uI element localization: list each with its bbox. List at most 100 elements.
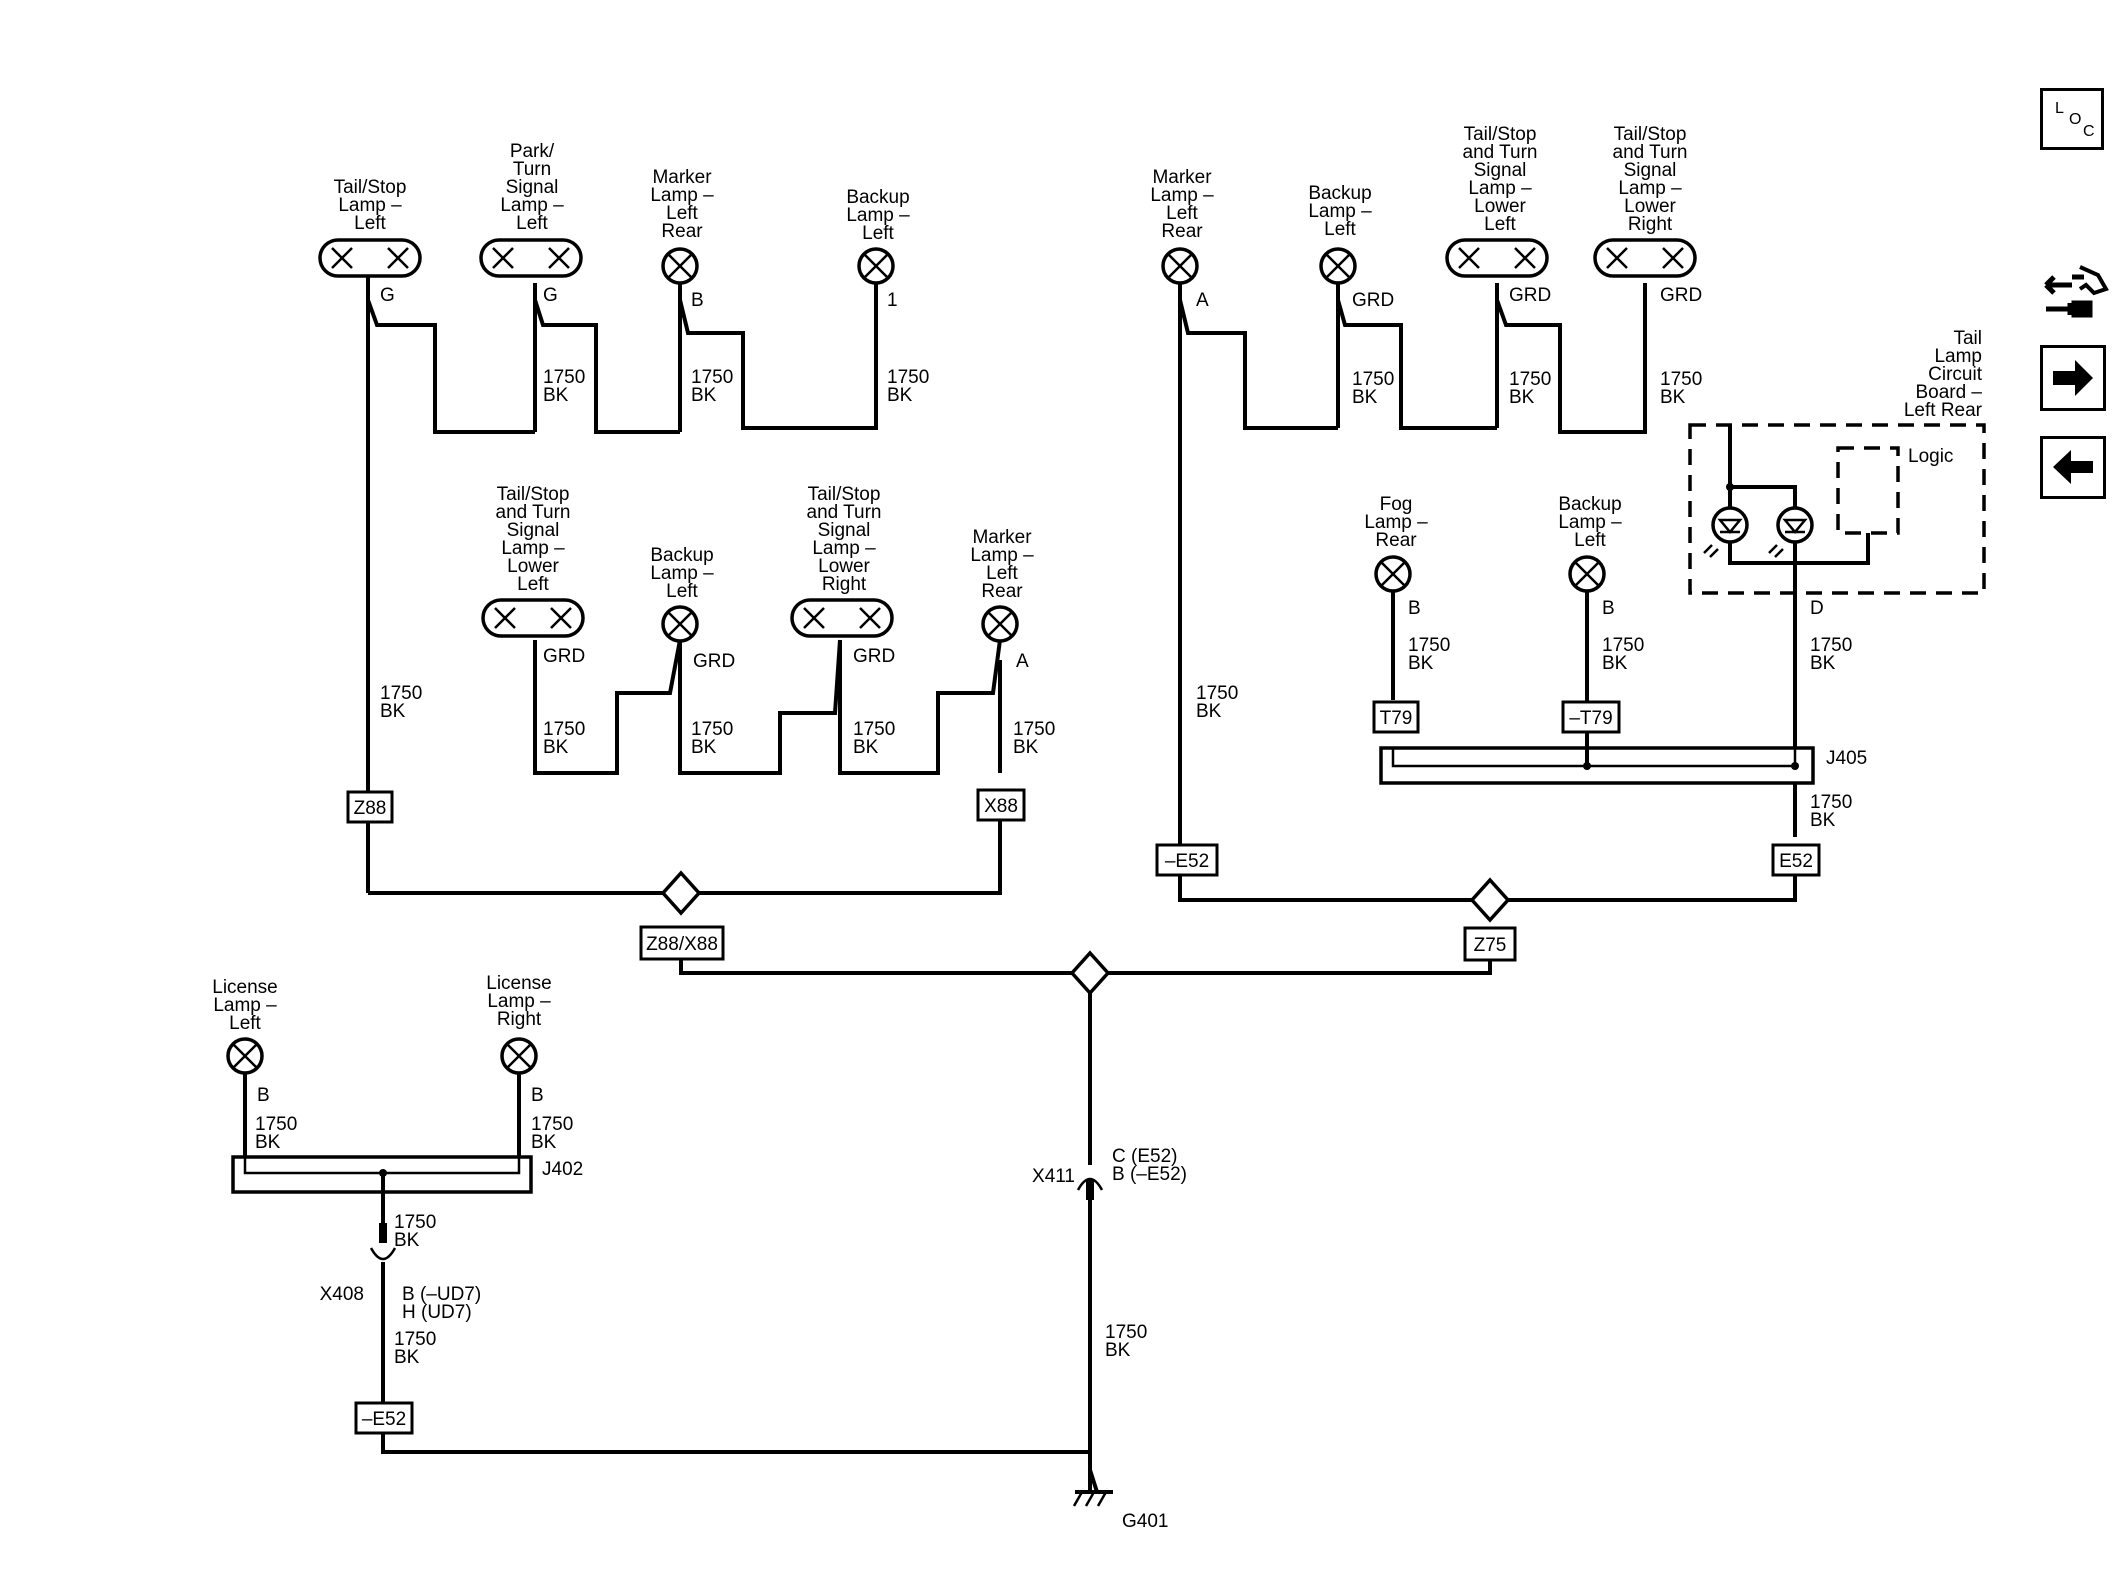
- lamp-backup-left-1: [857, 247, 895, 285]
- lamp-tail-lower-right-1: [790, 598, 894, 638]
- pin-label: A: [1016, 651, 1029, 672]
- lamp-tail-lower-right-2: [1593, 238, 1697, 278]
- option-e52: E52: [1779, 851, 1813, 872]
- lamp-backup-left-2: [661, 605, 699, 643]
- option-z88-x88: Z88/X88: [646, 934, 718, 955]
- option-z88: Z88: [354, 798, 387, 819]
- junction-diamonds: [660, 870, 1511, 996]
- splice-label-j405: J405: [1826, 748, 1867, 769]
- lamp-tail-lower-left-1: [481, 598, 585, 638]
- option-t79-neg: –T79: [1569, 708, 1612, 729]
- splice-j405: [1379, 700, 1815, 785]
- connector-tool-icon: [2044, 265, 2109, 318]
- pin-label: G: [543, 285, 558, 306]
- lamp-backup-left-4: [1568, 555, 1606, 593]
- svg-text:O: O: [2069, 111, 2081, 128]
- pin-label: 1: [887, 290, 898, 311]
- lamp-park-turn-left: [479, 238, 583, 278]
- label-logic: Logic: [1908, 446, 1953, 467]
- lamp-tail-lower-left-2: [1445, 238, 1549, 278]
- arrow-right-icon: [2053, 360, 2093, 396]
- pin-label: GRD: [1660, 285, 1702, 306]
- pin-label: GRD: [543, 646, 585, 667]
- lamp-marker-left-rear-2: [981, 605, 1019, 643]
- option-t79: T79: [1380, 708, 1413, 729]
- arrow-left-icon: [2053, 450, 2093, 484]
- pin-label: B: [1602, 598, 1615, 619]
- pin-label: B: [257, 1085, 270, 1106]
- option-e52-neg: –E52: [1165, 851, 1209, 872]
- lamp-marker-left-rear-1: [661, 247, 699, 285]
- option-boxes: [346, 700, 1821, 1435]
- pin-label: GRD: [1352, 290, 1394, 311]
- option-z75: Z75: [1474, 935, 1507, 956]
- lamp-fog-rear: [1374, 555, 1412, 593]
- pin-label: B: [691, 290, 704, 311]
- connector-x408: [369, 1223, 397, 1261]
- previous-page-button[interactable]: [2040, 436, 2106, 499]
- lamp-license-right: [500, 1037, 538, 1075]
- connector-pins-x411: C (E52)B (–E52): [1112, 1146, 1187, 1185]
- pin-label: GRD: [1509, 285, 1551, 306]
- loc-icon: L O C: [2055, 100, 2095, 140]
- option-x88: X88: [984, 796, 1018, 817]
- pin-label: GRD: [853, 646, 895, 667]
- svg-text:L: L: [2055, 100, 2064, 117]
- lamp-backup-left-3: [1319, 247, 1357, 285]
- lamp-license-left: [226, 1037, 264, 1075]
- pin-label: B: [1408, 598, 1421, 619]
- loc-button[interactable]: L O C: [2040, 88, 2104, 150]
- wires-trunk: [243, 947, 1099, 1493]
- ground-label-g401: G401: [1122, 1511, 1168, 1532]
- pin-label: G: [380, 285, 395, 306]
- option-e52-neg-2: –E52: [362, 1409, 406, 1430]
- ground-symbol: [1072, 1490, 1113, 1507]
- splice-j402: [231, 1155, 533, 1194]
- connector-tool-button[interactable]: [2040, 255, 2110, 327]
- tail-lamp-circuit-board: [1688, 423, 1986, 595]
- next-page-button[interactable]: [2040, 345, 2106, 411]
- splice-label-j402: J402: [542, 1159, 583, 1180]
- svg-text:C: C: [2083, 123, 2095, 140]
- pin-label: GRD: [693, 651, 735, 672]
- pin-label: D: [1810, 598, 1824, 619]
- pin-label: A: [1196, 290, 1209, 311]
- connector-x411: [1076, 1177, 1104, 1200]
